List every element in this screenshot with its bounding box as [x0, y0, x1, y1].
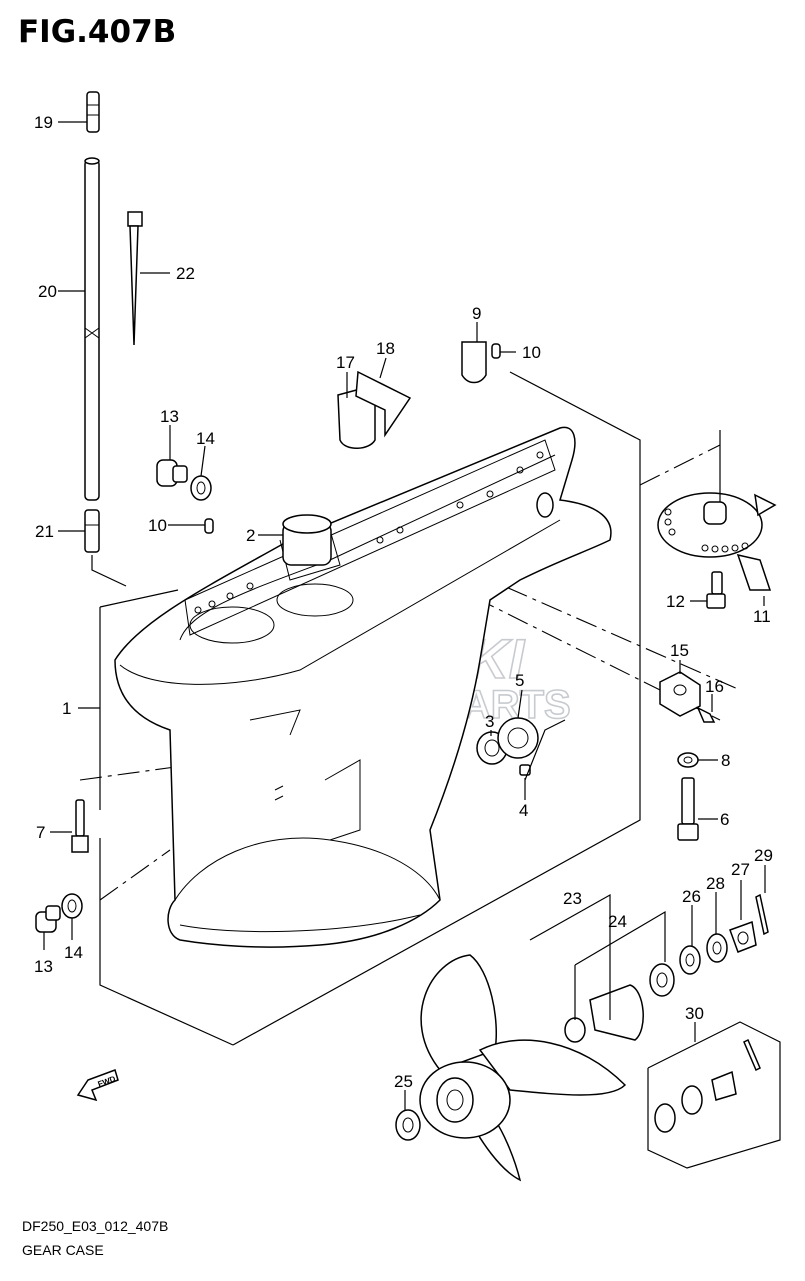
part-12-bolt	[706, 571, 726, 609]
part-9-cover	[461, 341, 487, 384]
part-22-cable-tie	[127, 211, 143, 346]
part-25-thrust-washer	[395, 1109, 421, 1141]
callout-13-lower: 13	[34, 957, 53, 976]
part-13-plug-upper	[156, 459, 188, 487]
part-27-nut	[729, 920, 757, 953]
callout-10-top: 10	[522, 343, 541, 362]
callout-26: 26	[682, 887, 701, 906]
part-23-propeller	[419, 954, 627, 1182]
callout-6: 6	[720, 810, 729, 829]
callout-28: 28	[706, 874, 725, 893]
part-10-dowel-left	[204, 518, 214, 534]
callout-17: 17	[336, 353, 355, 372]
part-15-block	[659, 671, 701, 717]
callout-1: 1	[62, 699, 71, 718]
diagram-code: DF250_E03_012_407B	[22, 1218, 169, 1234]
callout-24: 24	[608, 912, 627, 931]
gear-case-housing	[114, 426, 612, 948]
callout-11: 11	[753, 607, 771, 626]
callout-2: 2	[246, 526, 255, 545]
callout-16: 16	[705, 677, 724, 696]
part-30-kit-box	[647, 1021, 781, 1169]
callout-5: 5	[515, 671, 524, 690]
callout-8: 8	[721, 751, 730, 770]
part-20-water-tube	[84, 157, 100, 501]
diagram-name: GEAR CASE	[22, 1242, 104, 1258]
callout-19: 19	[34, 113, 53, 132]
part-16-screw	[696, 706, 716, 723]
part-7-bolt	[71, 799, 89, 853]
callout-21: 21	[35, 522, 54, 541]
callout-27: 27	[731, 860, 750, 879]
part-29-cotter-pin	[755, 893, 769, 936]
figure-title: FIG.407B	[18, 14, 177, 50]
part-24-bushing	[564, 963, 675, 1043]
callout-29: 29	[754, 846, 773, 865]
callout-20: 20	[38, 282, 57, 301]
callout-4: 4	[519, 801, 528, 820]
part-5-bearing	[497, 717, 539, 759]
trim-tab-holes	[664, 508, 749, 553]
callout-23: 23	[563, 889, 582, 908]
callout-22: 22	[176, 264, 195, 283]
callout-14-lower: 14	[64, 943, 83, 962]
callout-13-upper: 13	[160, 407, 179, 426]
callout-18: 18	[376, 339, 395, 358]
callout-9: 9	[472, 304, 481, 323]
callout-7: 7	[36, 823, 45, 842]
callout-25: 25	[394, 1072, 413, 1091]
callout-12: 12	[666, 592, 685, 611]
part-11-trim-tab	[657, 492, 777, 591]
part-10-dowel-top	[491, 343, 501, 359]
callout-10-left: 10	[148, 516, 167, 535]
housing-bolt-holes	[194, 451, 544, 614]
part-14-gasket-upper	[190, 475, 212, 501]
callouts: 19 20 21 22 13 14 10 2 1 7 13 14 17 18 9…	[34, 113, 773, 1091]
part-13-plug-lower	[35, 905, 61, 933]
callout-15: 15	[670, 641, 689, 660]
part-21-grommet	[84, 509, 100, 553]
part-26-washer	[679, 945, 701, 975]
callout-30: 30	[685, 1004, 704, 1023]
part-19-fitting	[86, 91, 100, 133]
part-8-washer	[677, 752, 699, 768]
callout-14-upper: 14	[196, 429, 215, 448]
part-6-bolt	[677, 777, 699, 841]
part-18-bracket	[355, 370, 412, 438]
fwd-arrow-icon: FWD	[76, 1069, 119, 1102]
part-14-gasket-lower	[61, 893, 83, 919]
callout-3: 3	[485, 712, 494, 731]
part-28-washer	[706, 933, 728, 963]
leader-lines	[43, 121, 766, 1110]
